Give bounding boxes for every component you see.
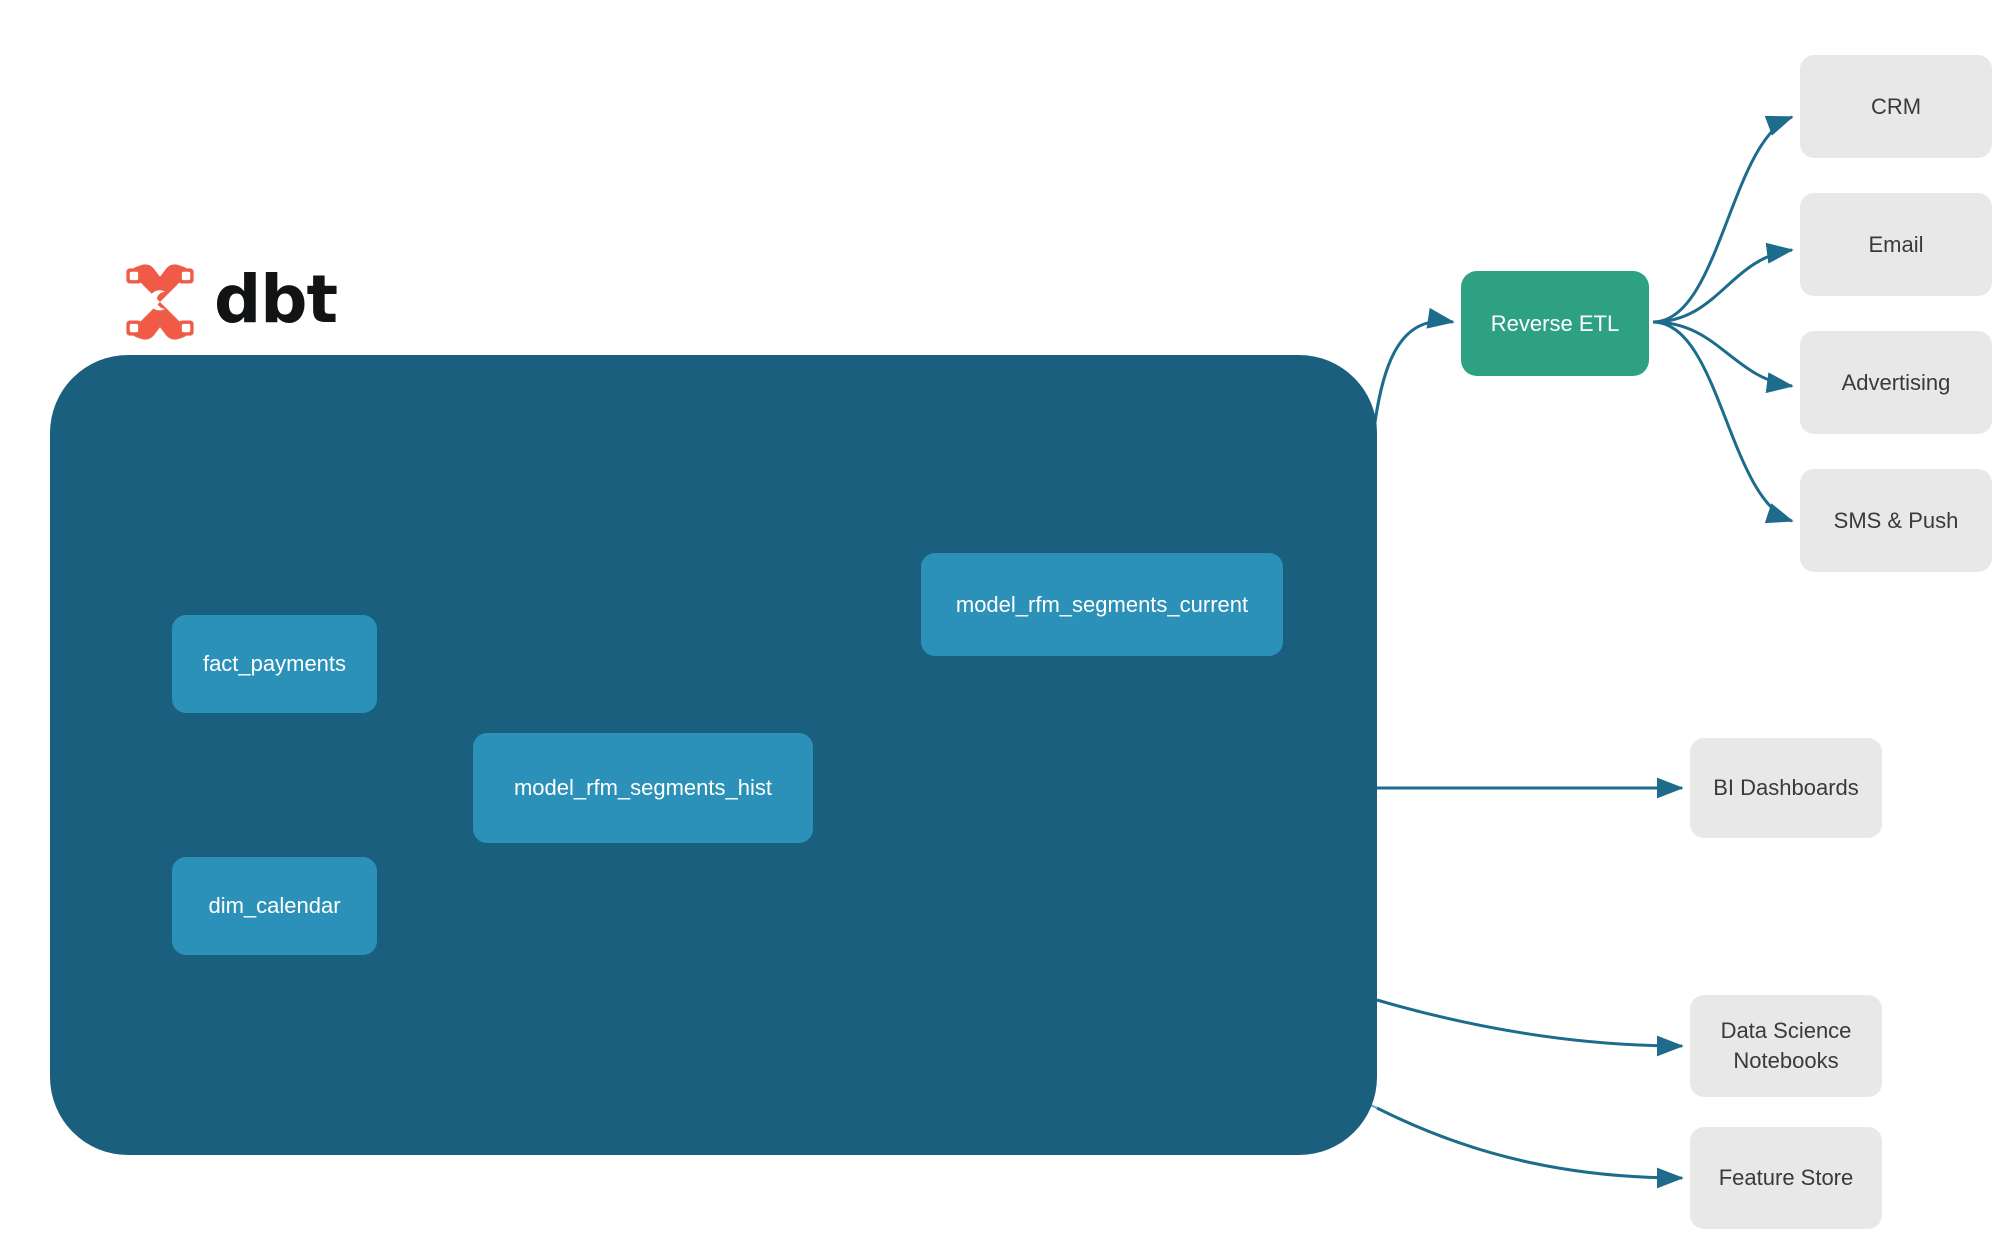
node-dim-calendar-label: dim_calendar (208, 893, 341, 918)
node-data-science-notebooks-label: Data Science Notebooks (1720, 1018, 1852, 1073)
node-reverse-etl-label: Reverse ETL (1490, 310, 1620, 336)
node-email[interactable]: Email (1800, 193, 1992, 296)
node-crm[interactable]: CRM (1800, 55, 1992, 158)
node-crm-label: CRM (1870, 93, 1922, 119)
node-advertising[interactable]: Advertising (1800, 331, 1992, 434)
node-model-rfm-segments-hist[interactable]: model_rfm_segments_hist (473, 733, 813, 843)
node-data-science-notebooks[interactable]: Data Science Notebooks (1690, 995, 1882, 1097)
node-feature-store[interactable]: Feature Store (1690, 1127, 1882, 1229)
node-dim-calendar[interactable]: dim_calendar (172, 857, 377, 955)
dbt-logo: dbt (118, 252, 348, 352)
node-sms-push[interactable]: SMS & Push (1800, 469, 1992, 572)
node-model-rfm-segments-current[interactable]: model_rfm_segments_current (921, 553, 1283, 656)
edge-reverse-etl-to-sms-push (1652, 320, 1794, 524)
node-model-rfm-segments-hist-label: model_rfm_segments_hist (513, 775, 772, 800)
edge-to-feature-store (1376, 1106, 1684, 1189)
node-bi-dashboards-label: BI Dashboards (1713, 775, 1859, 801)
node-fact-payments[interactable]: fact_payments (172, 615, 377, 713)
dbt-wordmark: dbt (214, 261, 338, 338)
node-advertising-label: Advertising (1841, 369, 1951, 395)
edge-reverse-etl-to-crm (1652, 115, 1794, 324)
edge-container-to-reverse-etl (1368, 307, 1455, 471)
node-bi-dashboards[interactable]: BI Dashboards (1690, 738, 1882, 838)
node-reverse-etl[interactable]: Reverse ETL (1461, 271, 1649, 376)
node-sms-push-label: SMS & Push (1833, 507, 1959, 533)
node-model-rfm-segments-current-label: model_rfm_segments_current (955, 591, 1249, 617)
edge-reverse-etl-to-email (1652, 242, 1794, 324)
node-fact-payments-label: fact_payments (202, 651, 347, 676)
node-feature-store-label: Feature Store (1718, 1165, 1854, 1191)
edge-to-ds-notebooks (1376, 998, 1684, 1057)
dbt-logo-icon (118, 260, 202, 344)
edge-reverse-etl-to-advertising (1652, 320, 1794, 394)
node-email-label: Email (1868, 231, 1924, 257)
